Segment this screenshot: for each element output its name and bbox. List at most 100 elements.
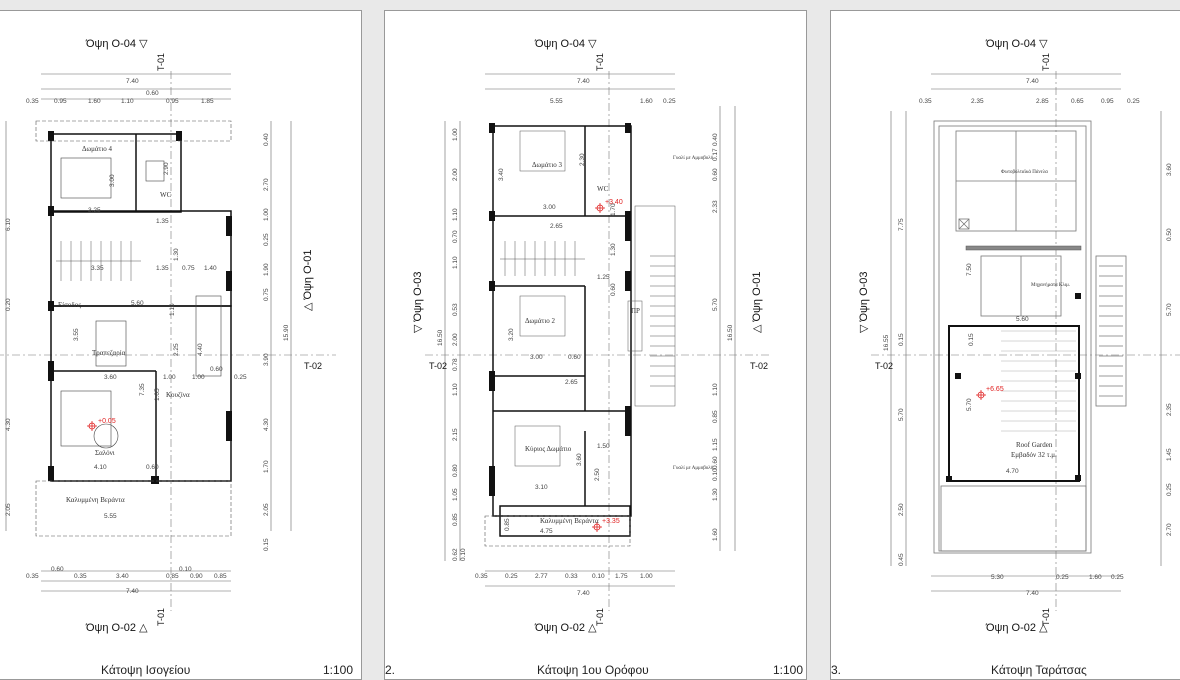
elevation-top-label: Όψη Ο-04 ▽	[86, 38, 148, 50]
dim: 0.25	[1111, 574, 1124, 581]
elevation-left-label: ▽ Όψη Ο-03	[858, 271, 870, 333]
sheet-number: 3.	[831, 663, 842, 677]
dim: 2.00	[452, 333, 459, 346]
dim: 1.10	[121, 98, 134, 105]
elevation-bottom-label: Όψη Ο-02 △	[535, 622, 597, 634]
dim: 1.05	[154, 388, 161, 401]
section-t02-right: T-02	[304, 361, 323, 371]
dim: 7.35	[139, 383, 146, 396]
roof-plan: +6.65 Φωτοβολταϊκά Πάνελα Μηχανήματα Κλι…	[871, 71, 1180, 611]
dim: 1.30	[712, 488, 719, 501]
dim: 4.40	[197, 343, 204, 356]
dim: 2.90	[163, 162, 170, 175]
dim: 0.62	[452, 548, 459, 561]
elevation-top-label: Όψη Ο-04 ▽	[535, 38, 597, 50]
dim-total-left: 16.55	[883, 334, 890, 351]
dim: 0.25	[1166, 483, 1173, 496]
dim: 2.00	[452, 168, 459, 181]
elevation-left-label: ▽ Όψη Ο-03	[412, 271, 424, 333]
elevation-bottom-label: Όψη Ο-02 △	[986, 622, 1048, 634]
dim: 3.35	[91, 265, 104, 272]
dim: 0.60	[51, 566, 64, 573]
dim: 0.80	[452, 464, 459, 477]
dim: 0.60	[210, 366, 223, 373]
level-first-veranda: +3.35	[602, 518, 620, 525]
dim: 0.85	[214, 573, 227, 580]
section-t01-bottom: T-01	[595, 607, 605, 626]
elevation-right-label: △ Όψη Ο-01	[751, 271, 763, 333]
dim: 1.70	[610, 203, 617, 216]
dim: 0.85	[452, 513, 459, 526]
dim-total-right: 15.90	[283, 324, 290, 341]
dim: 0.85	[712, 410, 719, 423]
room-label: Κουζίνα	[166, 391, 190, 399]
dim: 0.33	[565, 573, 578, 580]
dim: 4.10	[94, 464, 107, 471]
dim: 1.00	[263, 208, 270, 221]
note-label: Γυαλί με Αμμοβολή	[673, 466, 714, 471]
dim: 0.78	[452, 358, 459, 371]
dim: 0.25	[505, 573, 518, 580]
dim: 0.25	[263, 233, 270, 246]
dim: 0.40	[263, 133, 270, 146]
dim: 2.65	[550, 223, 563, 230]
dim: 0.40	[712, 133, 719, 146]
dim: 0.10	[460, 548, 467, 561]
dim: 0.20	[5, 298, 12, 311]
section-t02-left: T-02	[875, 361, 894, 371]
level-roof: +6.65	[986, 386, 1004, 393]
dim: 3.00	[530, 354, 543, 361]
dim: 0.75	[263, 288, 270, 301]
dim: 1.70	[263, 460, 270, 473]
dim: 3.40	[498, 168, 505, 181]
dim: 1.05	[452, 488, 459, 501]
dim: 0.95	[54, 98, 67, 105]
dim: 3.40	[116, 573, 129, 580]
dim: 1.40	[204, 265, 217, 272]
dim: 1.30	[610, 243, 617, 256]
dim: 5.60	[1016, 316, 1029, 323]
room-label: Τραπεζαρία	[92, 349, 126, 357]
room-label: Φωτοβολταϊκά Πάνελα	[1001, 170, 1048, 175]
room-label: Καλυμμένη Βεράντα	[540, 517, 599, 525]
dim: 1.15	[712, 438, 719, 451]
dim: 0.25	[234, 374, 247, 381]
dim: 1.00	[192, 374, 205, 381]
room-label: Roof Garden	[1016, 441, 1053, 449]
dim: 2.35	[1166, 403, 1173, 416]
ground-floor-plan: +0.05 Δωμάτιο 4 WC Είσοδος Τραπεζαρία Κο…	[0, 71, 336, 611]
room-label: Σαλόνι	[95, 449, 115, 457]
dim: 2.50	[898, 503, 905, 516]
room-label: WC	[597, 185, 609, 193]
dim: 1.75	[615, 573, 628, 580]
dim: 2.05	[5, 503, 12, 516]
dim: 3.90	[263, 353, 270, 366]
dim: 2.33	[712, 200, 719, 213]
elevation-bottom-label: Όψη Ο-02 △	[86, 622, 148, 634]
dim: 0.90	[190, 573, 203, 580]
dim: 1.25	[597, 274, 610, 281]
dim: 0.10	[712, 468, 719, 481]
dim: 2.35	[971, 98, 984, 105]
dim: 0.65	[1071, 98, 1084, 105]
dim: 1.00	[640, 573, 653, 580]
dim: 0.75	[182, 265, 195, 272]
dim: 5.70	[712, 298, 719, 311]
dim: 0.25	[1056, 574, 1069, 581]
dim: 1.60	[1089, 574, 1102, 581]
section-t01-bottom: T-01	[1041, 607, 1051, 626]
dim: 7.50	[966, 263, 973, 276]
sheet-ground-floor: +0.05 Δωμάτιο 4 WC Είσοδος Τραπεζαρία Κο…	[0, 10, 362, 680]
dim: 0.15	[968, 333, 975, 346]
room-label: Δωμάτιο 3	[532, 161, 562, 169]
dim: 0.10	[592, 573, 605, 580]
dim: 0.10	[179, 566, 192, 573]
sheet-first-floor: +3.40 +3.35 Δωμάτιο 3 WC Δωμάτιο 2 ΠΡ Κύ…	[384, 10, 807, 680]
level-ground: +0.05	[98, 418, 116, 425]
dim: 0.95	[1101, 98, 1114, 105]
dim: 2.50	[594, 468, 601, 481]
dim: 2.05	[263, 503, 270, 516]
elevation-right-label: △ Όψη Ο-01	[302, 249, 314, 311]
dim: 0.45	[898, 553, 905, 566]
dim: 4.30	[263, 418, 270, 431]
